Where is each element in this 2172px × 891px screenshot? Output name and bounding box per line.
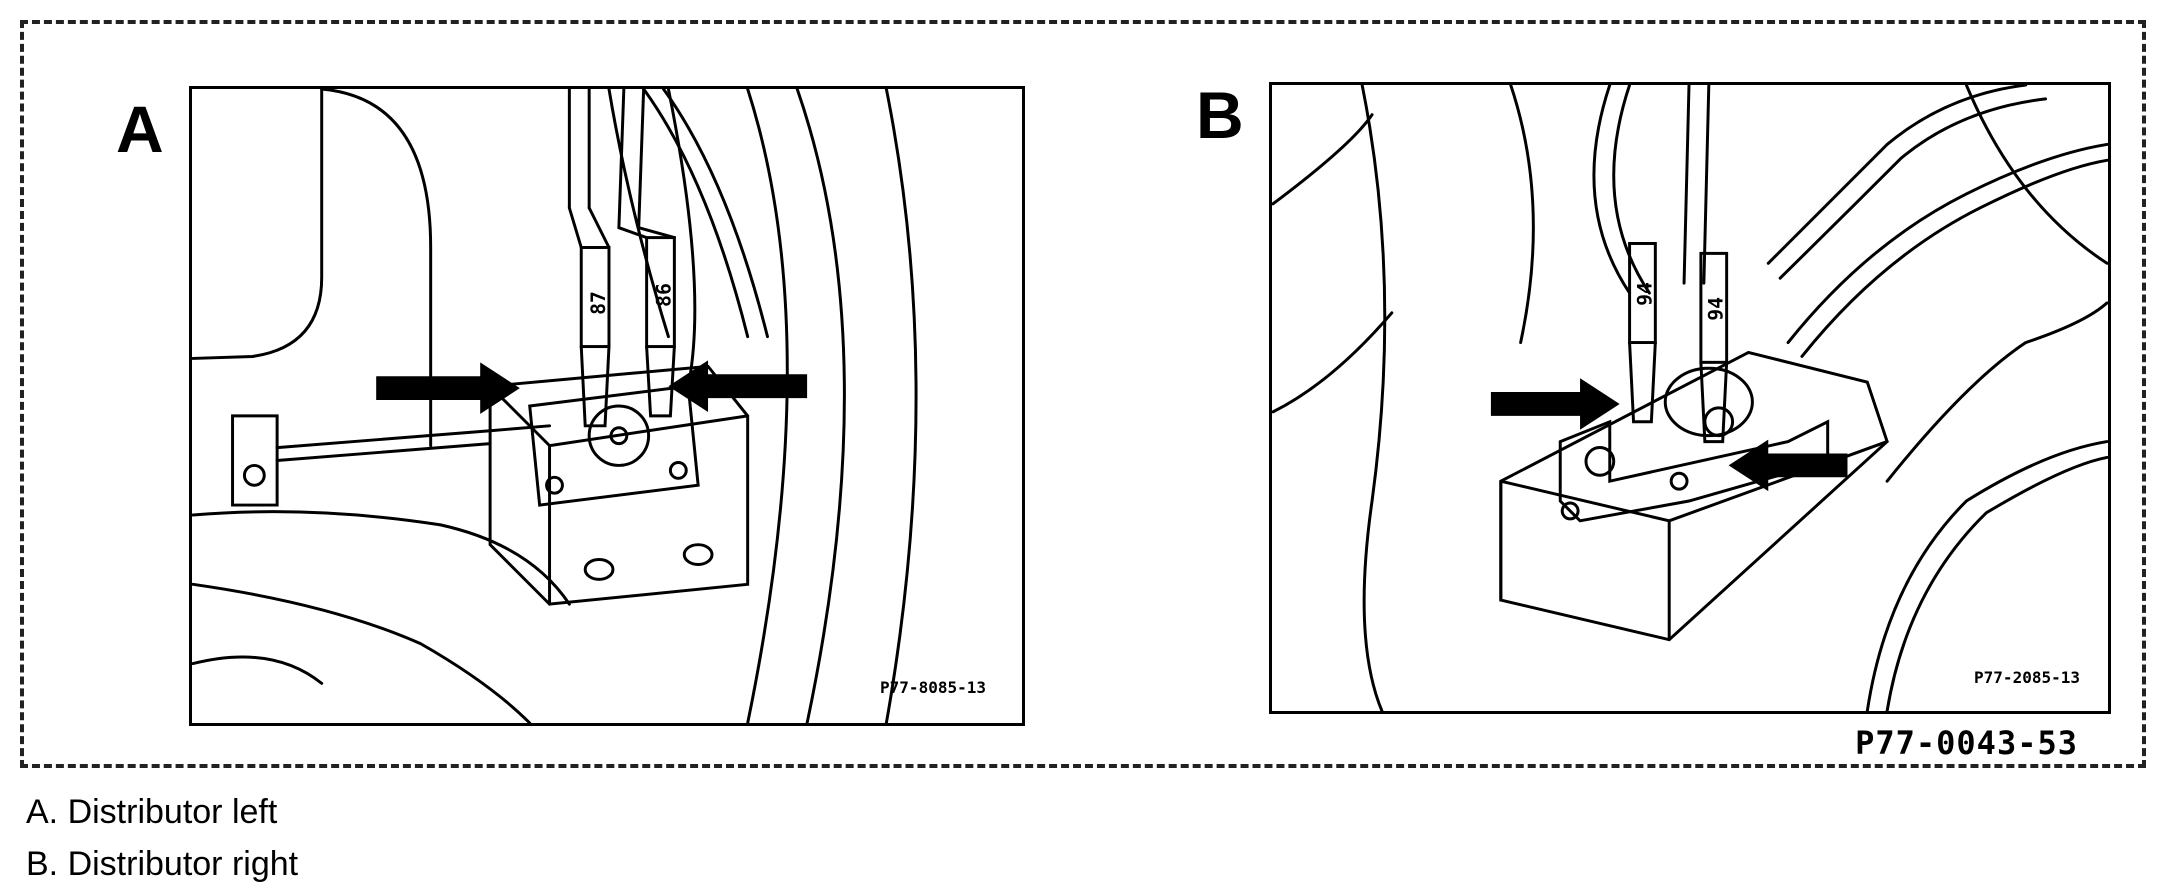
figure-code: P77-0043-53 — [1855, 724, 2078, 762]
illustration-panel-a: 87 86 P77-8085-13 — [189, 86, 1025, 726]
illustration-panel-b: 94 94 P77-2085-13 — [1269, 82, 2111, 714]
figure-frame: A — [20, 20, 2146, 768]
legend-item-a: A. Distributor left — [26, 793, 278, 831]
hose-tag-86: 86 — [652, 283, 675, 307]
arrow-left-icon — [1728, 439, 1848, 492]
panel-label-a: A — [116, 92, 165, 166]
distributor-left-drawing: 87 86 — [192, 89, 918, 723]
arrow-left-icon — [668, 360, 808, 412]
legend: A. Distributor left B. Distributor right — [26, 786, 298, 890]
panel-label-b: B — [1196, 78, 1245, 152]
panel-part-code-b: P77-2085-13 — [1974, 668, 2080, 687]
hose-tag-94-b: 94 — [1705, 297, 1728, 321]
arrow-right-icon — [1490, 378, 1620, 430]
legend-item-b: B. Distributor right — [26, 845, 299, 883]
hose-tag-87: 87 — [587, 291, 610, 315]
hose-tag-94-a: 94 — [1633, 282, 1656, 306]
arrow-right-icon — [376, 362, 520, 414]
distributor-right-drawing: 94 94 — [1272, 85, 2108, 711]
panel-part-code-a: P77-8085-13 — [880, 678, 986, 697]
